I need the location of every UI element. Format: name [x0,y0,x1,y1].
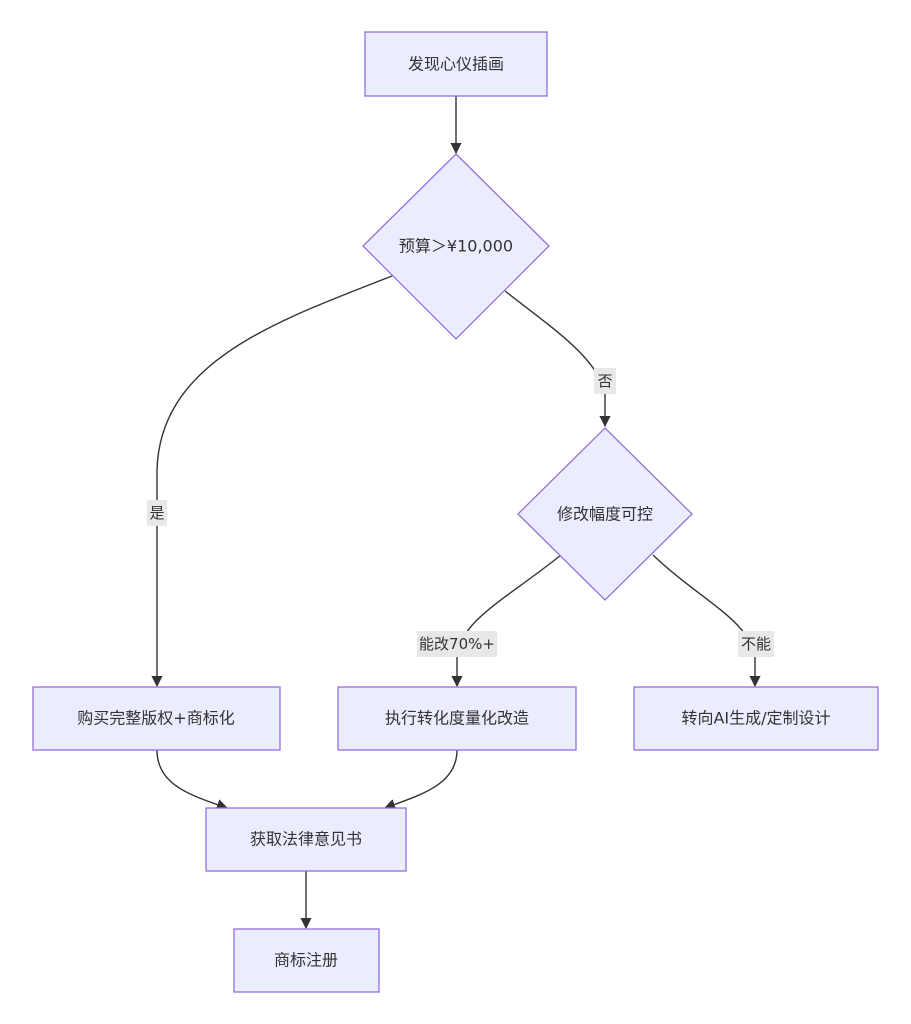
edge-buy-legal [156,749,229,810]
edge-label-yes-text: 是 [149,504,164,522]
node-discover: 发现心仪插画 [364,31,548,97]
edge-label-no-text: 否 [597,372,612,390]
node-modify-text: 修改幅度可控 [557,505,653,524]
edge-label-cannot: 不能 [738,631,774,657]
edges [151,96,761,930]
edge-label-cannot-text: 不能 [741,635,771,653]
node-budget-text: 预算＞¥10,000 [399,237,513,256]
node-transform-text: 执行转化度量化改造 [385,709,529,728]
edge-budget-modify [504,290,611,428]
edge-modify-transform [451,554,562,688]
node-buy: 购买完整版权+商标化 [32,686,281,751]
node-buy-text: 购买完整版权+商标化 [77,709,234,728]
edge-transform-legal [383,749,458,810]
node-legal-text: 获取法律意见书 [250,830,362,849]
node-budget-decision: 预算＞¥10,000 [362,153,550,340]
node-legal: 获取法律意见书 [205,807,407,872]
node-discover-text: 发现心仪插画 [408,55,504,74]
edge-label-can70: 能改70%+ [417,631,497,657]
edge-modify-ai [652,554,761,688]
node-modify-decision: 修改幅度可控 [517,427,693,601]
node-ai: 转向AI生成/定制设计 [633,686,879,751]
edge-label-no: 否 [594,368,616,394]
node-trademark-text: 商标注册 [274,951,338,970]
edge-budget-buy [151,275,393,688]
edge-label-can70-text: 能改70%+ [419,635,495,653]
node-trademark: 商标注册 [233,928,380,993]
node-transform: 执行转化度量化改造 [337,686,577,751]
edge-label-yes: 是 [147,500,167,526]
node-ai-text: 转向AI生成/定制设计 [681,709,830,728]
